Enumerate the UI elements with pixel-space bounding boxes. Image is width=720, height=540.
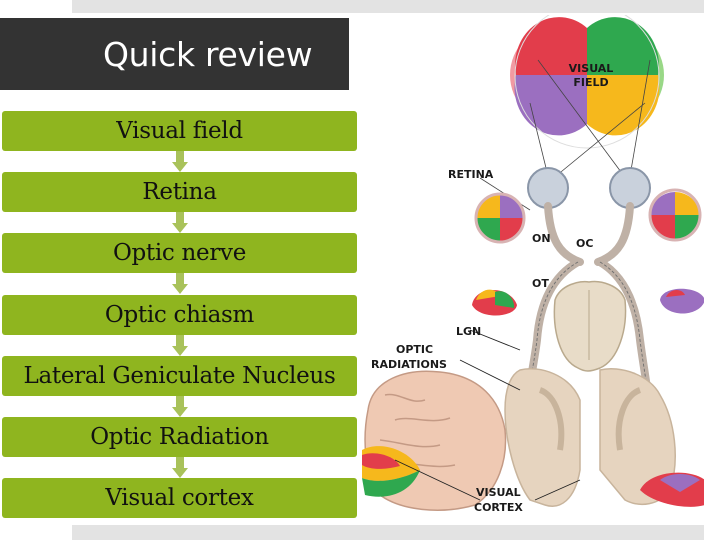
label-oc: OC [576,237,593,250]
label-optic-radiations-line2: RADIATIONS [371,358,447,371]
retina-map-left [474,192,526,244]
lgn-map-left [472,289,517,316]
step-retina: Retina [2,172,357,212]
label-optic-radiations-line1: OPTIC [396,343,433,356]
step-visual-cortex: Visual cortex [2,478,357,518]
down-arrow-icon [172,273,188,294]
step-optic-radiation: Optic Radiation [2,417,357,457]
visual-field-diagram [510,15,664,149]
label-visual-cortex-line1: VISUAL [476,486,521,499]
step-visual-field: Visual field [2,111,357,151]
down-arrow-icon [172,396,188,417]
label-visual-field-line1: VISUAL [569,62,614,75]
retina-map-right [648,188,702,242]
top-decor-bar [72,0,704,13]
light-rays [479,59,651,211]
label-on: ON [532,232,551,245]
down-arrow-icon [172,212,188,233]
label-ot: OT [532,277,549,290]
step-lateral-geniculate-nucleus: Lateral Geniculate Nucleus [2,356,357,396]
lgn-map-right [660,288,704,314]
down-arrow-icon [172,335,188,356]
label-pointers [394,329,581,501]
down-arrow-icon [172,457,188,478]
visual-pathway-figure: VISUAL FIELD [362,15,704,514]
step-optic-chiasm: Optic chiasm [2,295,357,335]
cortex-map-right [640,472,704,507]
label-retina: RETINA [448,168,494,181]
label-lgn: LGN [456,325,481,338]
midbrain [553,280,627,372]
bottom-decor-bar [72,525,704,540]
step-optic-nerve: Optic nerve [2,233,357,273]
brain-coronal-sections [504,368,676,507]
title-box [0,18,349,90]
label-visual-cortex-line2: CORTEX [474,501,523,514]
left-eye [527,167,569,209]
down-arrow-icon [172,151,188,172]
slide-title: Quick review [103,35,313,74]
label-visual-field-line2: FIELD [573,76,608,89]
brain-hemisphere [362,370,507,511]
